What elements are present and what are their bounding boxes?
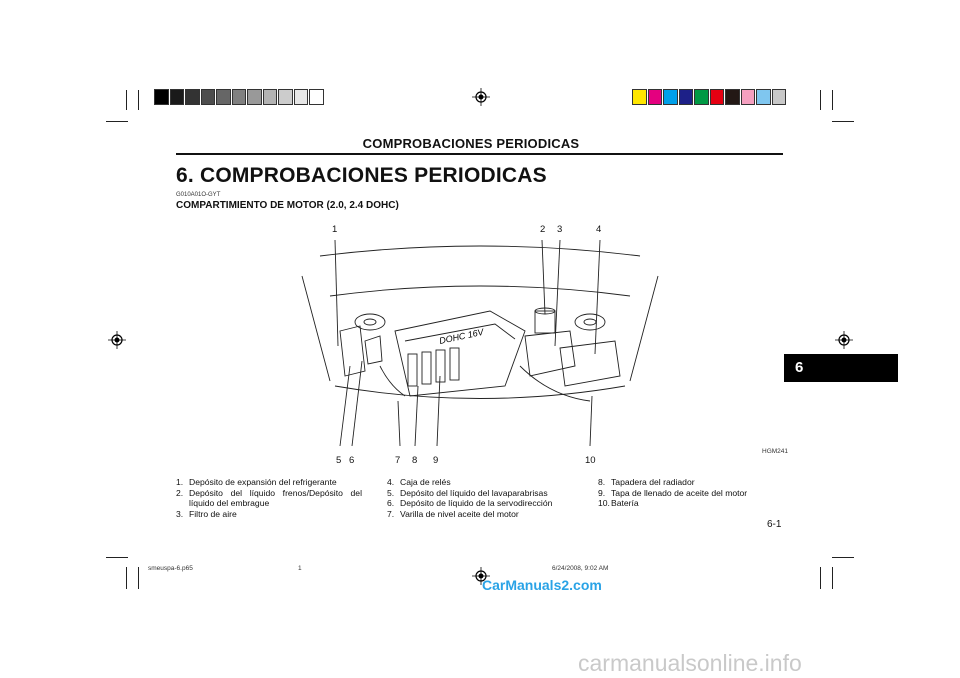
- color-swatch: [309, 89, 324, 105]
- page-title: 6. COMPROBACIONES PERIODICAS: [176, 164, 547, 187]
- color-swatch: [771, 89, 786, 105]
- crop-mark: [138, 90, 139, 110]
- color-swatch: [756, 89, 771, 105]
- legend-item: 6.Depósito de líquido de la servodirecci…: [387, 498, 553, 509]
- crop-mark: [138, 567, 139, 589]
- legend-item: 4.Caja de relés: [387, 477, 451, 487]
- color-swatch: [293, 89, 308, 105]
- carmanuals-watermark[interactable]: CarManuals2.com: [482, 577, 602, 593]
- color-swatch: [694, 89, 709, 105]
- legend-item: 9.Tapa de llenado de aceite del motor: [598, 487, 748, 498]
- color-swatch: [262, 89, 277, 105]
- color-swatch: [740, 89, 755, 105]
- section-subtitle: COMPARTIMIENTO DE MOTOR (2.0, 2.4 DOHC): [176, 200, 399, 211]
- callout-9: 9: [433, 455, 439, 466]
- color-swatch: [185, 89, 200, 105]
- engine-label: DOHC 16V: [438, 327, 485, 346]
- registration-mark-icon: [472, 88, 490, 106]
- carmanualsonline-watermark[interactable]: carmanualsonline.info: [578, 650, 802, 676]
- grayscale-color-bar: [154, 89, 325, 105]
- page-number: 6-1: [767, 519, 782, 530]
- crop-mark: [832, 121, 854, 122]
- color-swatch: [678, 89, 693, 105]
- registration-mark-icon: [835, 331, 853, 349]
- color-swatch: [216, 89, 231, 105]
- legend-item: 2.Depósito del líquido frenos/Depósito d…: [176, 487, 362, 509]
- color-swatch: [632, 89, 647, 105]
- callout-1: 1: [332, 224, 338, 235]
- legend-item: 10.Batería: [598, 498, 639, 509]
- legend-item: 7.Varilla de nivel aceite del motor: [387, 508, 519, 519]
- process-color-bar: [632, 89, 787, 105]
- crop-mark: [126, 90, 127, 110]
- crop-mark: [820, 567, 821, 589]
- legend-column-2: 4.Caja de relés 5.Depósito del líquido d…: [387, 477, 587, 519]
- legend-item: 3.Filtro de aire: [176, 508, 237, 519]
- legend-item: 8.Tapadera del radiador: [598, 477, 695, 487]
- registration-mark-icon: [108, 331, 126, 349]
- crop-mark: [106, 557, 128, 558]
- footer-filename: smeuspa-6.p65: [148, 565, 193, 572]
- callout-4: 4: [596, 224, 602, 235]
- legend-item: 1.Depósito de expansión del refrigerante: [176, 477, 337, 487]
- crop-mark: [126, 567, 127, 589]
- running-header: COMPROBACIONES PERIODICAS: [362, 136, 580, 151]
- color-swatch: [278, 89, 293, 105]
- color-swatch: [200, 89, 215, 105]
- callout-5: 5: [336, 455, 342, 466]
- footer-date: 6/24/2008, 9:02 AM: [552, 565, 609, 572]
- color-swatch: [663, 89, 678, 105]
- callout-2: 2: [540, 224, 546, 235]
- color-swatch: [231, 89, 246, 105]
- legend-item: 5.Depósito del líquido del lavaparabrisa…: [387, 487, 548, 498]
- crop-mark: [832, 567, 833, 589]
- crop-mark: [106, 121, 128, 122]
- header-rule: [176, 153, 783, 155]
- color-swatch: [725, 89, 740, 105]
- document-code: G010A01O-GYT: [176, 192, 221, 198]
- registration-mark-icon: [472, 567, 490, 585]
- legend-column-1: 1.Depósito de expansión del refrigerante…: [176, 477, 362, 519]
- legend-column-3: 8.Tapadera del radiador 9.Tapa de llenad…: [598, 477, 788, 509]
- engine-compartment-illustration: DOHC 16V: [301, 239, 659, 447]
- figure-code: HGM241: [762, 448, 789, 455]
- callout-8: 8: [412, 455, 418, 466]
- callout-10: 10: [585, 455, 596, 466]
- chapter-tab: 6: [784, 354, 898, 382]
- color-swatch: [247, 89, 262, 105]
- color-swatch: [709, 89, 724, 105]
- color-swatch: [647, 89, 662, 105]
- callout-6: 6: [349, 455, 355, 466]
- crop-mark: [832, 90, 833, 110]
- callout-3: 3: [557, 224, 563, 235]
- callout-7: 7: [395, 455, 401, 466]
- color-swatch: [169, 89, 184, 105]
- crop-mark: [832, 557, 854, 558]
- footer-page: 1: [298, 565, 302, 572]
- color-swatch: [154, 89, 169, 105]
- crop-mark: [820, 90, 821, 110]
